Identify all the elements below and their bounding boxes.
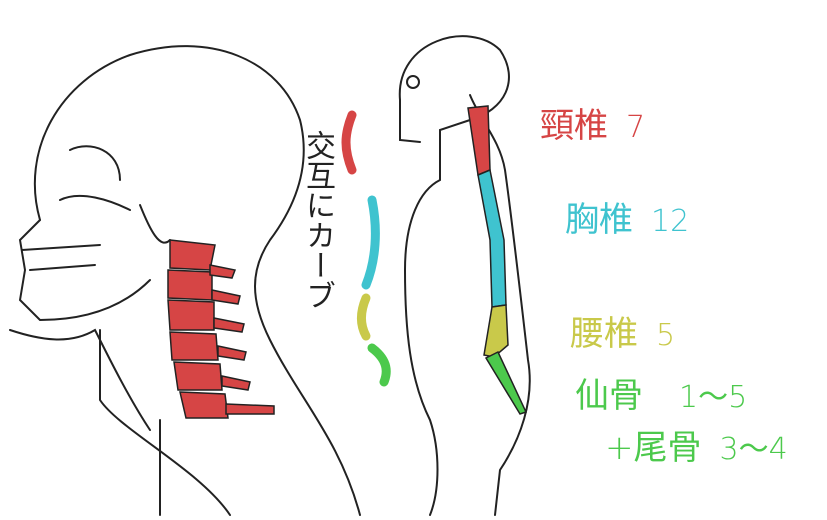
alternating-curve-strokes [341,110,391,387]
body-outline [398,35,531,516]
alternating-curve-annotation: 交互にカーブ [300,130,335,310]
skull-drawing [9,45,361,516]
cervical-vertebrae [167,239,275,419]
spine-segments [467,105,528,415]
